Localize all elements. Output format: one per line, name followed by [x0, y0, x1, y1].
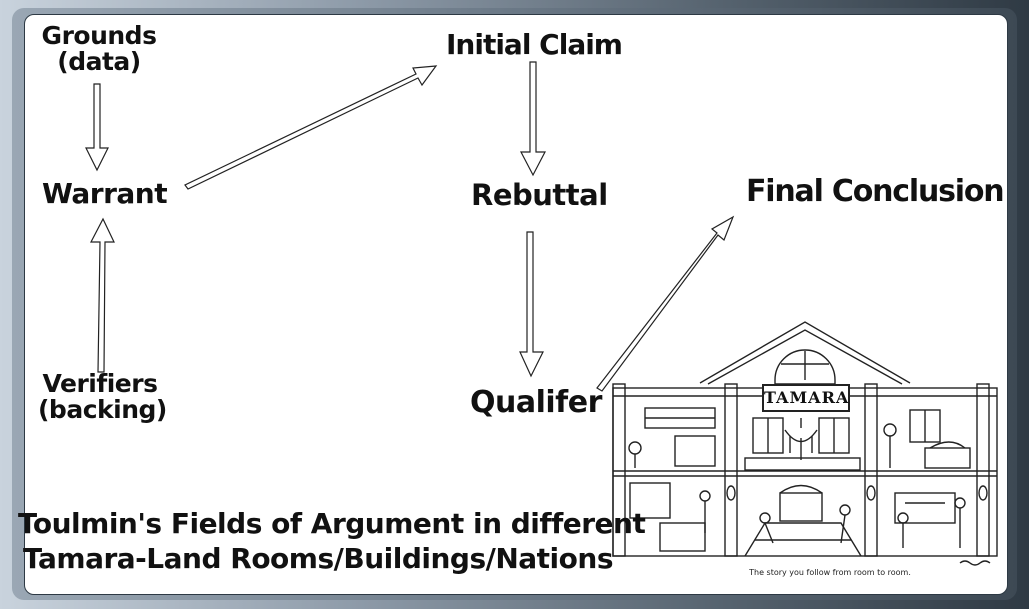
- node-verifiers-line2: (backing): [38, 395, 167, 425]
- node-final-conclusion: Final Conclusion: [746, 174, 1005, 209]
- arrow-rebuttal-to-qualifier: [519, 231, 544, 378]
- arrow-qualifier-to-final-conclusion: [596, 215, 735, 392]
- node-qualifier: Qualifer: [470, 385, 602, 420]
- arrow-verifiers-to-warrant: [90, 217, 115, 373]
- diagram-title-line2: Tamara-Land Rooms/Buildings/Nations: [23, 542, 613, 575]
- arrow-initial-claim-to-rebuttal: [520, 61, 546, 177]
- node-rebuttal: Rebuttal: [471, 178, 608, 212]
- node-initial-claim: Initial Claim: [446, 28, 623, 61]
- node-grounds: Grounds (data): [40, 21, 158, 77]
- diagram-title-line1: Toulmin's Fields of Argument in differen…: [18, 507, 646, 540]
- arrow-warrant-to-initial-claim: [184, 65, 438, 190]
- node-verifiers: Verifiers (backing): [38, 369, 167, 425]
- illustration-caption: The story you follow from room to room.: [749, 568, 911, 577]
- node-warrant: Warrant: [42, 177, 168, 210]
- node-grounds-line1: Grounds: [41, 21, 157, 50]
- tamara-house-illustration: [612, 321, 998, 566]
- diagram-title: Toulmin's Fields of Argument in differen…: [18, 506, 646, 576]
- arrow-grounds-to-warrant: [85, 83, 109, 172]
- node-grounds-line2: (data): [57, 47, 141, 77]
- diagram-canvas: [24, 14, 1008, 595]
- node-verifiers-line1: Verifiers: [42, 369, 158, 398]
- tamara-sign: TAMARA: [762, 384, 850, 412]
